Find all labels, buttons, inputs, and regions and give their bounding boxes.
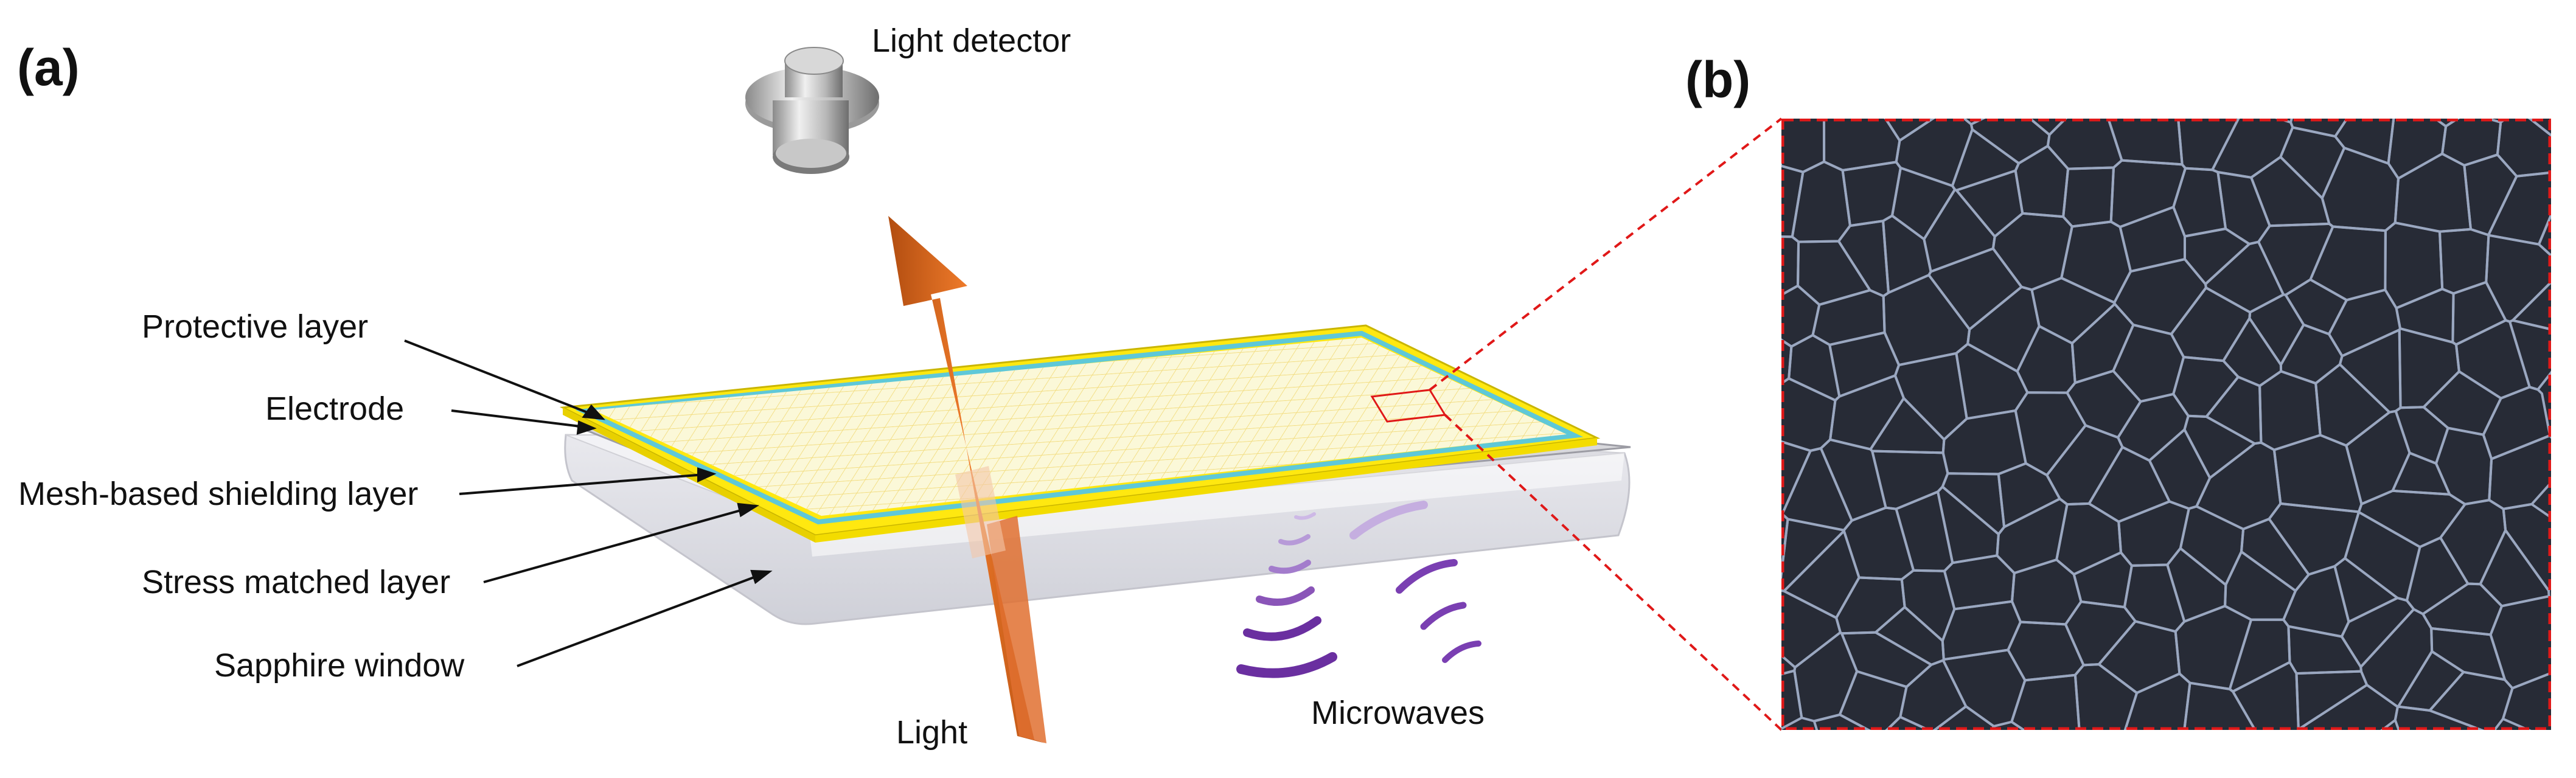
panel-b: (b) bbox=[1685, 51, 2551, 766]
stress-layer-label: Stress matched layer bbox=[142, 564, 450, 600]
electrode-layer bbox=[575, 330, 1584, 525]
protective-layer-label: Protective layer bbox=[142, 308, 368, 345]
microwaves-icon bbox=[1236, 501, 1481, 678]
mesh-cell bbox=[1812, 713, 1871, 730]
mesh-cell bbox=[1941, 648, 2027, 728]
protective-layer-surface bbox=[593, 338, 1567, 516]
mesh-cell bbox=[2502, 672, 2551, 730]
panel-a: (a) Protective layer Electrode Mesh-base… bbox=[17, 23, 1631, 751]
light-detector-icon bbox=[745, 47, 879, 174]
panel-b-tag: (b) bbox=[1685, 51, 1750, 108]
voronoi-mesh-lines bbox=[1781, 82, 2551, 766]
light-label: Light bbox=[896, 714, 967, 751]
mesh-cell bbox=[1932, 705, 1995, 730]
electrode-label: Electrode bbox=[265, 391, 404, 427]
mesh-cell bbox=[1927, 247, 2023, 331]
mesh-cell bbox=[1885, 715, 1932, 730]
mesh-cell bbox=[2180, 738, 2251, 766]
panel-a-tag: (a) bbox=[17, 39, 80, 96]
mesh-cell bbox=[2010, 673, 2081, 730]
mesh-cell bbox=[2103, 82, 2181, 116]
microwaves-label: Microwaves bbox=[1311, 695, 1485, 731]
leader-lines bbox=[404, 339, 773, 667]
mesh-layer-label: Mesh-based shielding layer bbox=[18, 476, 418, 512]
zoom-projection-lines bbox=[1429, 117, 1783, 731]
mesh-micrograph bbox=[1781, 82, 2551, 766]
sapphire-window-label: Sapphire window bbox=[214, 647, 465, 684]
light-arrow bbox=[888, 216, 1046, 743]
mesh-cell bbox=[2073, 663, 2139, 730]
light-detector-label: Light detector bbox=[872, 23, 1071, 59]
mesh-cell bbox=[1781, 512, 1789, 584]
mesh-cell bbox=[1781, 440, 1812, 516]
